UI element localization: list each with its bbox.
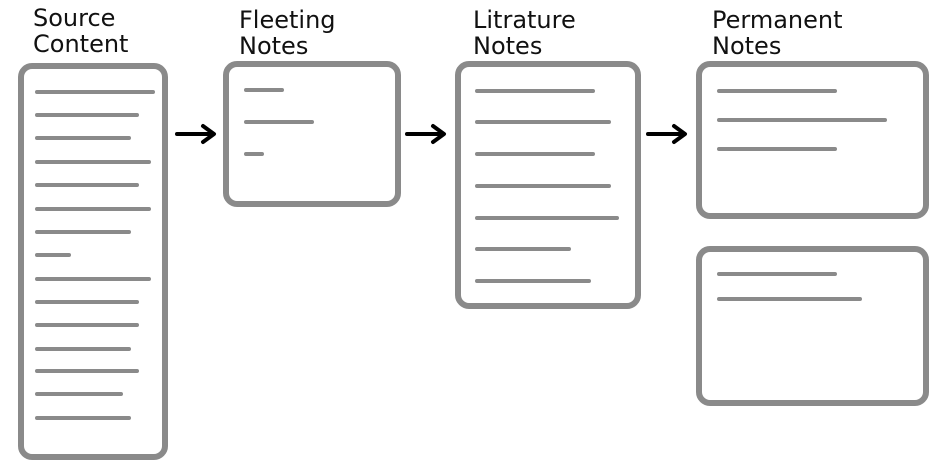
text-placeholder-line xyxy=(35,277,151,281)
text-placeholder-line xyxy=(475,247,571,251)
text-placeholder-line xyxy=(35,136,131,140)
heading-line: Notes xyxy=(712,32,782,60)
heading-line: Content xyxy=(33,30,129,58)
text-placeholder-line xyxy=(35,369,139,373)
arrow-right-icon xyxy=(175,124,216,144)
arrow-right-icon xyxy=(646,124,687,144)
text-placeholder-line xyxy=(717,147,837,151)
heading-fleeting-notes: Fleeting Notes xyxy=(239,7,336,59)
text-placeholder-line xyxy=(475,216,619,220)
source-content-box xyxy=(18,63,168,460)
text-placeholder-line xyxy=(35,253,71,257)
text-placeholder-line xyxy=(35,416,131,420)
arrow-right-icon xyxy=(405,124,446,144)
fleeting-notes-box xyxy=(223,61,401,207)
text-placeholder-line xyxy=(717,89,837,93)
text-placeholder-line xyxy=(35,113,139,117)
heading-line: Fleeting xyxy=(239,6,336,34)
permanent-notes-box xyxy=(696,246,929,406)
text-placeholder-line xyxy=(35,160,151,164)
text-placeholder-line xyxy=(35,300,139,304)
text-placeholder-line xyxy=(717,272,837,276)
heading-line: Litrature xyxy=(473,6,576,34)
permanent-notes-box xyxy=(696,61,929,219)
litrature-notes-box xyxy=(455,61,641,309)
text-placeholder-line xyxy=(475,89,595,93)
text-placeholder-line xyxy=(35,207,151,211)
text-placeholder-line xyxy=(244,152,264,156)
text-placeholder-line xyxy=(717,297,862,301)
heading-line: Notes xyxy=(473,32,543,60)
text-placeholder-line xyxy=(35,90,155,94)
heading-line: Permanent xyxy=(712,6,843,34)
heading-line: Source xyxy=(33,4,116,32)
text-placeholder-line xyxy=(475,184,611,188)
text-placeholder-line xyxy=(35,183,139,187)
text-placeholder-line xyxy=(475,120,611,124)
heading-source-content: Source Content xyxy=(33,5,128,57)
text-placeholder-line xyxy=(35,323,139,327)
text-placeholder-line xyxy=(35,347,131,351)
heading-line: Notes xyxy=(239,32,309,60)
text-placeholder-line xyxy=(717,118,887,122)
text-placeholder-line xyxy=(35,230,131,234)
text-placeholder-line xyxy=(244,88,284,92)
text-placeholder-line xyxy=(244,120,314,124)
text-placeholder-line xyxy=(35,392,123,396)
text-placeholder-line xyxy=(475,279,591,283)
heading-litrature-notes: Litrature Notes xyxy=(473,7,576,59)
heading-permanent-notes: Permanent Notes xyxy=(712,7,843,59)
text-placeholder-line xyxy=(475,152,595,156)
